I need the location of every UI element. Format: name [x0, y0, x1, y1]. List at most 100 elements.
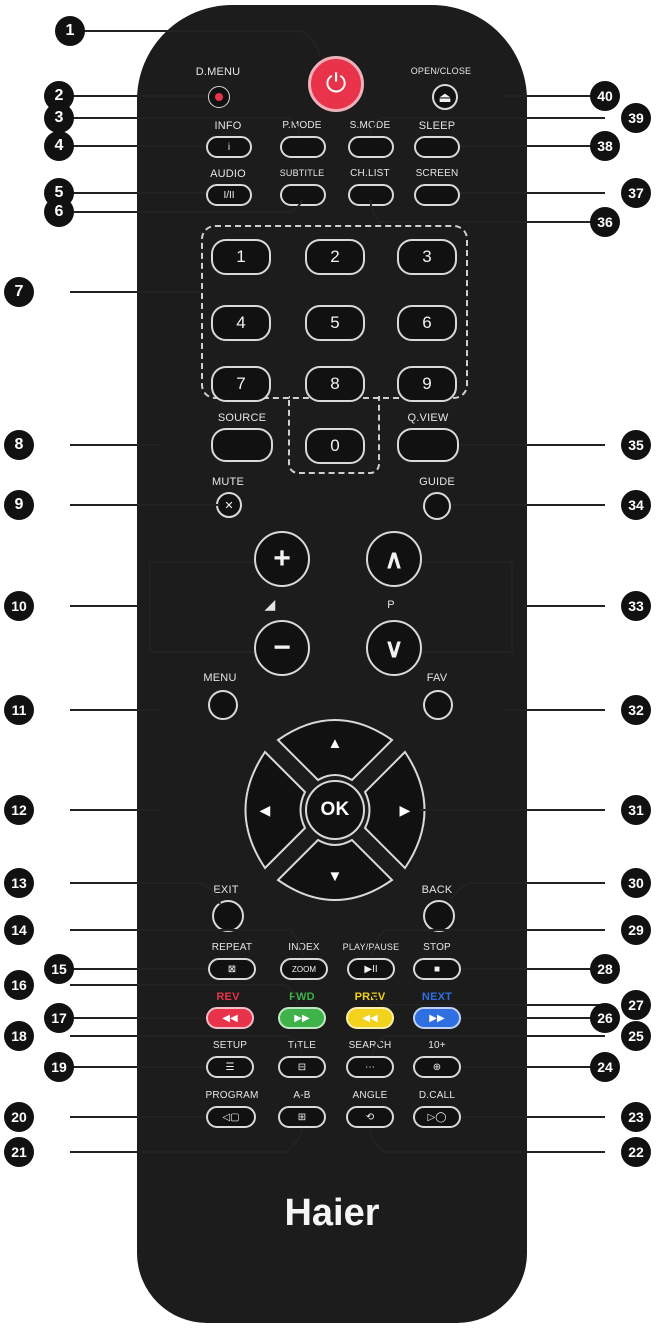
- callout-35: 35: [621, 430, 651, 460]
- red-dot-icon: [215, 93, 223, 101]
- setup-button[interactable]: ☰: [206, 1056, 254, 1078]
- callout-16: 16: [4, 970, 34, 1000]
- prev-button[interactable]: ◀◀: [346, 1007, 394, 1029]
- info-button[interactable]: i: [206, 136, 252, 158]
- ten-plus-button[interactable]: ⊕: [413, 1056, 461, 1078]
- d-menu-button[interactable]: [208, 86, 230, 108]
- angle-button[interactable]: ⟲: [346, 1106, 394, 1128]
- subtitle-button[interactable]: [280, 184, 326, 206]
- screen-label: SCREEN: [415, 168, 459, 179]
- next-label: NEXT: [421, 991, 453, 1003]
- a-b-button[interactable]: ⊞: [278, 1106, 326, 1128]
- setup-icon: ☰: [225, 1061, 235, 1073]
- open-close-button[interactable]: ⏏: [432, 84, 458, 110]
- fwd-button[interactable]: ▶▶: [278, 1007, 326, 1029]
- repeat-button[interactable]: ⊠: [208, 958, 256, 980]
- audio-icon: I/II: [223, 189, 235, 201]
- callout-29: 29: [621, 915, 651, 945]
- callout-40: 40: [590, 81, 620, 111]
- source-button[interactable]: [211, 428, 273, 462]
- digit-9-button[interactable]: 9: [397, 366, 457, 402]
- callout-3: 3: [44, 103, 74, 133]
- p-mode-label: P.MODE: [282, 120, 322, 131]
- search-button[interactable]: ⋯: [346, 1056, 394, 1078]
- digit-5-button[interactable]: 5: [305, 305, 365, 341]
- program-icon: ◁▢: [222, 1111, 240, 1123]
- fwd-label: FWD: [289, 991, 315, 1003]
- d-call-icon: ▷◯: [427, 1111, 447, 1123]
- next-button[interactable]: ▶▶: [413, 1007, 461, 1029]
- mute-label: MUTE: [212, 476, 244, 488]
- program-up-button[interactable]: ∧: [366, 531, 422, 587]
- digit-7-button[interactable]: 7: [211, 366, 271, 402]
- program-menu-button[interactable]: ◁▢: [206, 1106, 256, 1128]
- fav-button[interactable]: [423, 690, 453, 720]
- exit-label: EXIT: [213, 884, 239, 896]
- screen-button[interactable]: [414, 184, 460, 206]
- zoom-button[interactable]: ZOOM: [280, 958, 328, 980]
- digit-label: 9: [422, 374, 432, 393]
- rev-button[interactable]: ◀◀: [206, 1007, 254, 1029]
- callout-19: 19: [44, 1052, 74, 1082]
- volume-up-button[interactable]: +: [254, 531, 310, 587]
- index-label: INDEX: [288, 942, 320, 953]
- callout-17: 17: [44, 1003, 74, 1033]
- s-mode-label: S.MODE: [349, 120, 391, 131]
- digit-6-button[interactable]: 6: [397, 305, 457, 341]
- title-icon: ⊟: [297, 1061, 307, 1073]
- play-pause-icon: ▶II: [364, 963, 378, 975]
- digit-4-button[interactable]: 4: [211, 305, 271, 341]
- mute-icon: ✕: [224, 499, 234, 512]
- back-label: BACK: [421, 884, 453, 896]
- stop-button[interactable]: ■: [413, 958, 461, 980]
- callout-34: 34: [621, 490, 651, 520]
- menu-label: MENU: [203, 672, 237, 684]
- nav-down-arrow-icon: ▼: [327, 868, 343, 885]
- callout-37: 37: [621, 178, 651, 208]
- sleep-button[interactable]: [414, 136, 460, 158]
- program-menu-label: PROGRAM: [205, 1090, 259, 1101]
- callout-31: 31: [621, 795, 651, 825]
- nav-right-arrow-icon: ▶: [399, 802, 411, 818]
- digit-label: 1: [236, 247, 246, 266]
- volume-down-button[interactable]: −: [254, 620, 310, 676]
- digit-1-button[interactable]: 1: [211, 239, 271, 275]
- audio-label: AUDIO: [210, 168, 246, 180]
- digit-2-button[interactable]: 2: [305, 239, 365, 275]
- guide-button[interactable]: [423, 492, 451, 520]
- title-button[interactable]: ⊟: [278, 1056, 326, 1078]
- chevron-down-icon: ∨: [384, 632, 404, 663]
- callout-38: 38: [590, 131, 620, 161]
- sleep-label: SLEEP: [418, 120, 456, 132]
- callout-32: 32: [621, 695, 651, 725]
- q-view-button[interactable]: [397, 428, 459, 462]
- menu-button[interactable]: [208, 690, 238, 720]
- source-label: SOURCE: [217, 412, 267, 424]
- callout-11: 11: [4, 695, 34, 725]
- s-mode-button[interactable]: [348, 136, 394, 158]
- audio-button[interactable]: I/II: [206, 184, 252, 206]
- nav-up-arrow-icon: ▲: [327, 735, 343, 752]
- callout-4: 4: [44, 131, 74, 161]
- power-button[interactable]: ⏻: [308, 56, 364, 112]
- digit-label: 0: [330, 436, 340, 455]
- callout-14: 14: [4, 915, 34, 945]
- previous-icon: ◀◀: [362, 1012, 378, 1024]
- digit-3-button[interactable]: 3: [397, 239, 457, 275]
- power-icon: ⏻: [325, 68, 347, 98]
- callout-25: 25: [621, 1021, 651, 1051]
- next-icon: ▶▶: [429, 1012, 445, 1024]
- d-call-button[interactable]: ▷◯: [413, 1106, 461, 1128]
- p-mode-button[interactable]: [280, 136, 326, 158]
- digit-0-button[interactable]: 0: [305, 428, 365, 464]
- digit-8-button[interactable]: 8: [305, 366, 365, 402]
- program-down-button[interactable]: ∨: [366, 620, 422, 676]
- zoom-icon: ZOOM: [292, 964, 316, 974]
- d-call-label: D.CALL: [418, 1090, 456, 1101]
- play-pause-button[interactable]: ▶II: [347, 958, 395, 980]
- plus-icon: +: [273, 542, 291, 575]
- eject-icon: ⏏: [438, 88, 452, 105]
- callout-39: 39: [621, 103, 651, 133]
- nav-left-arrow-icon: ◀: [259, 802, 271, 818]
